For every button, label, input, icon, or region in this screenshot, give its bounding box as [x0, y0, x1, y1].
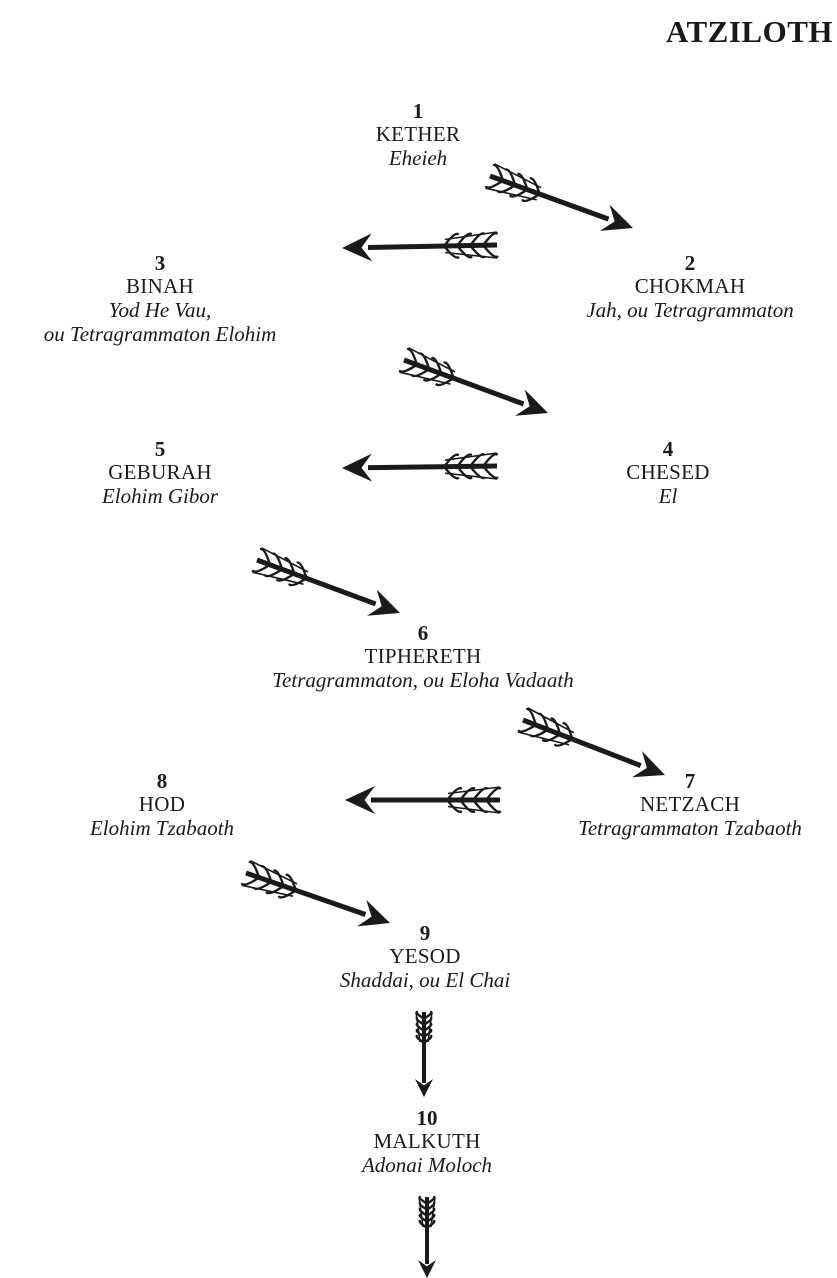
arrow-9-to-10: [415, 1012, 433, 1097]
arrow-10-to-beyond: [418, 1197, 436, 1278]
arrow-2-to-3: [342, 231, 498, 262]
arrow-1-to-2: [485, 163, 638, 241]
arrow-5-to-6: [252, 547, 405, 626]
arrow-4-to-5: [342, 452, 497, 482]
arrow-8-to-9: [241, 860, 394, 936]
arrow-3-to-4: [399, 347, 553, 426]
arrow-6-to-7: [518, 707, 670, 788]
arrow-7-to-8: [345, 786, 500, 814]
